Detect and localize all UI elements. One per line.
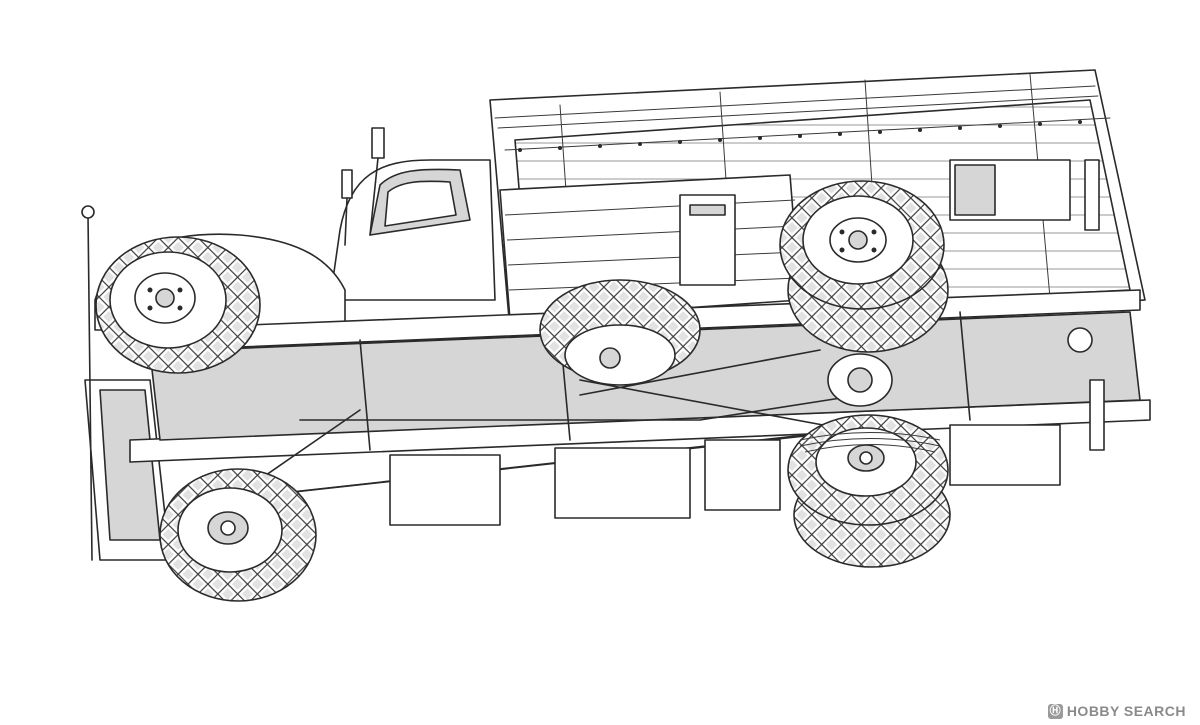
rear-wheel-upper xyxy=(779,180,949,353)
rear-leaf-spring xyxy=(799,432,941,453)
front-wheel-lower xyxy=(159,468,317,602)
underside-box xyxy=(704,439,781,511)
front-marker-knob xyxy=(81,205,95,219)
underside-box xyxy=(554,447,691,519)
underside-box xyxy=(389,454,501,526)
side-mirror xyxy=(341,127,385,246)
tow-hook xyxy=(1067,327,1093,353)
front-wheel-upper xyxy=(95,236,261,374)
watermark-brand-secondary: SEARCH xyxy=(1123,703,1186,719)
underside-box xyxy=(949,424,1061,486)
watermark-logo-icon: Ⓗ xyxy=(1047,703,1063,719)
watermark-brand-primary: HOBBY xyxy=(1066,703,1120,719)
cab xyxy=(329,127,496,301)
watermark: Ⓗ HOBBY SEARCH xyxy=(1047,703,1186,719)
rivet-row xyxy=(518,120,1082,152)
rear-end xyxy=(1067,159,1105,451)
